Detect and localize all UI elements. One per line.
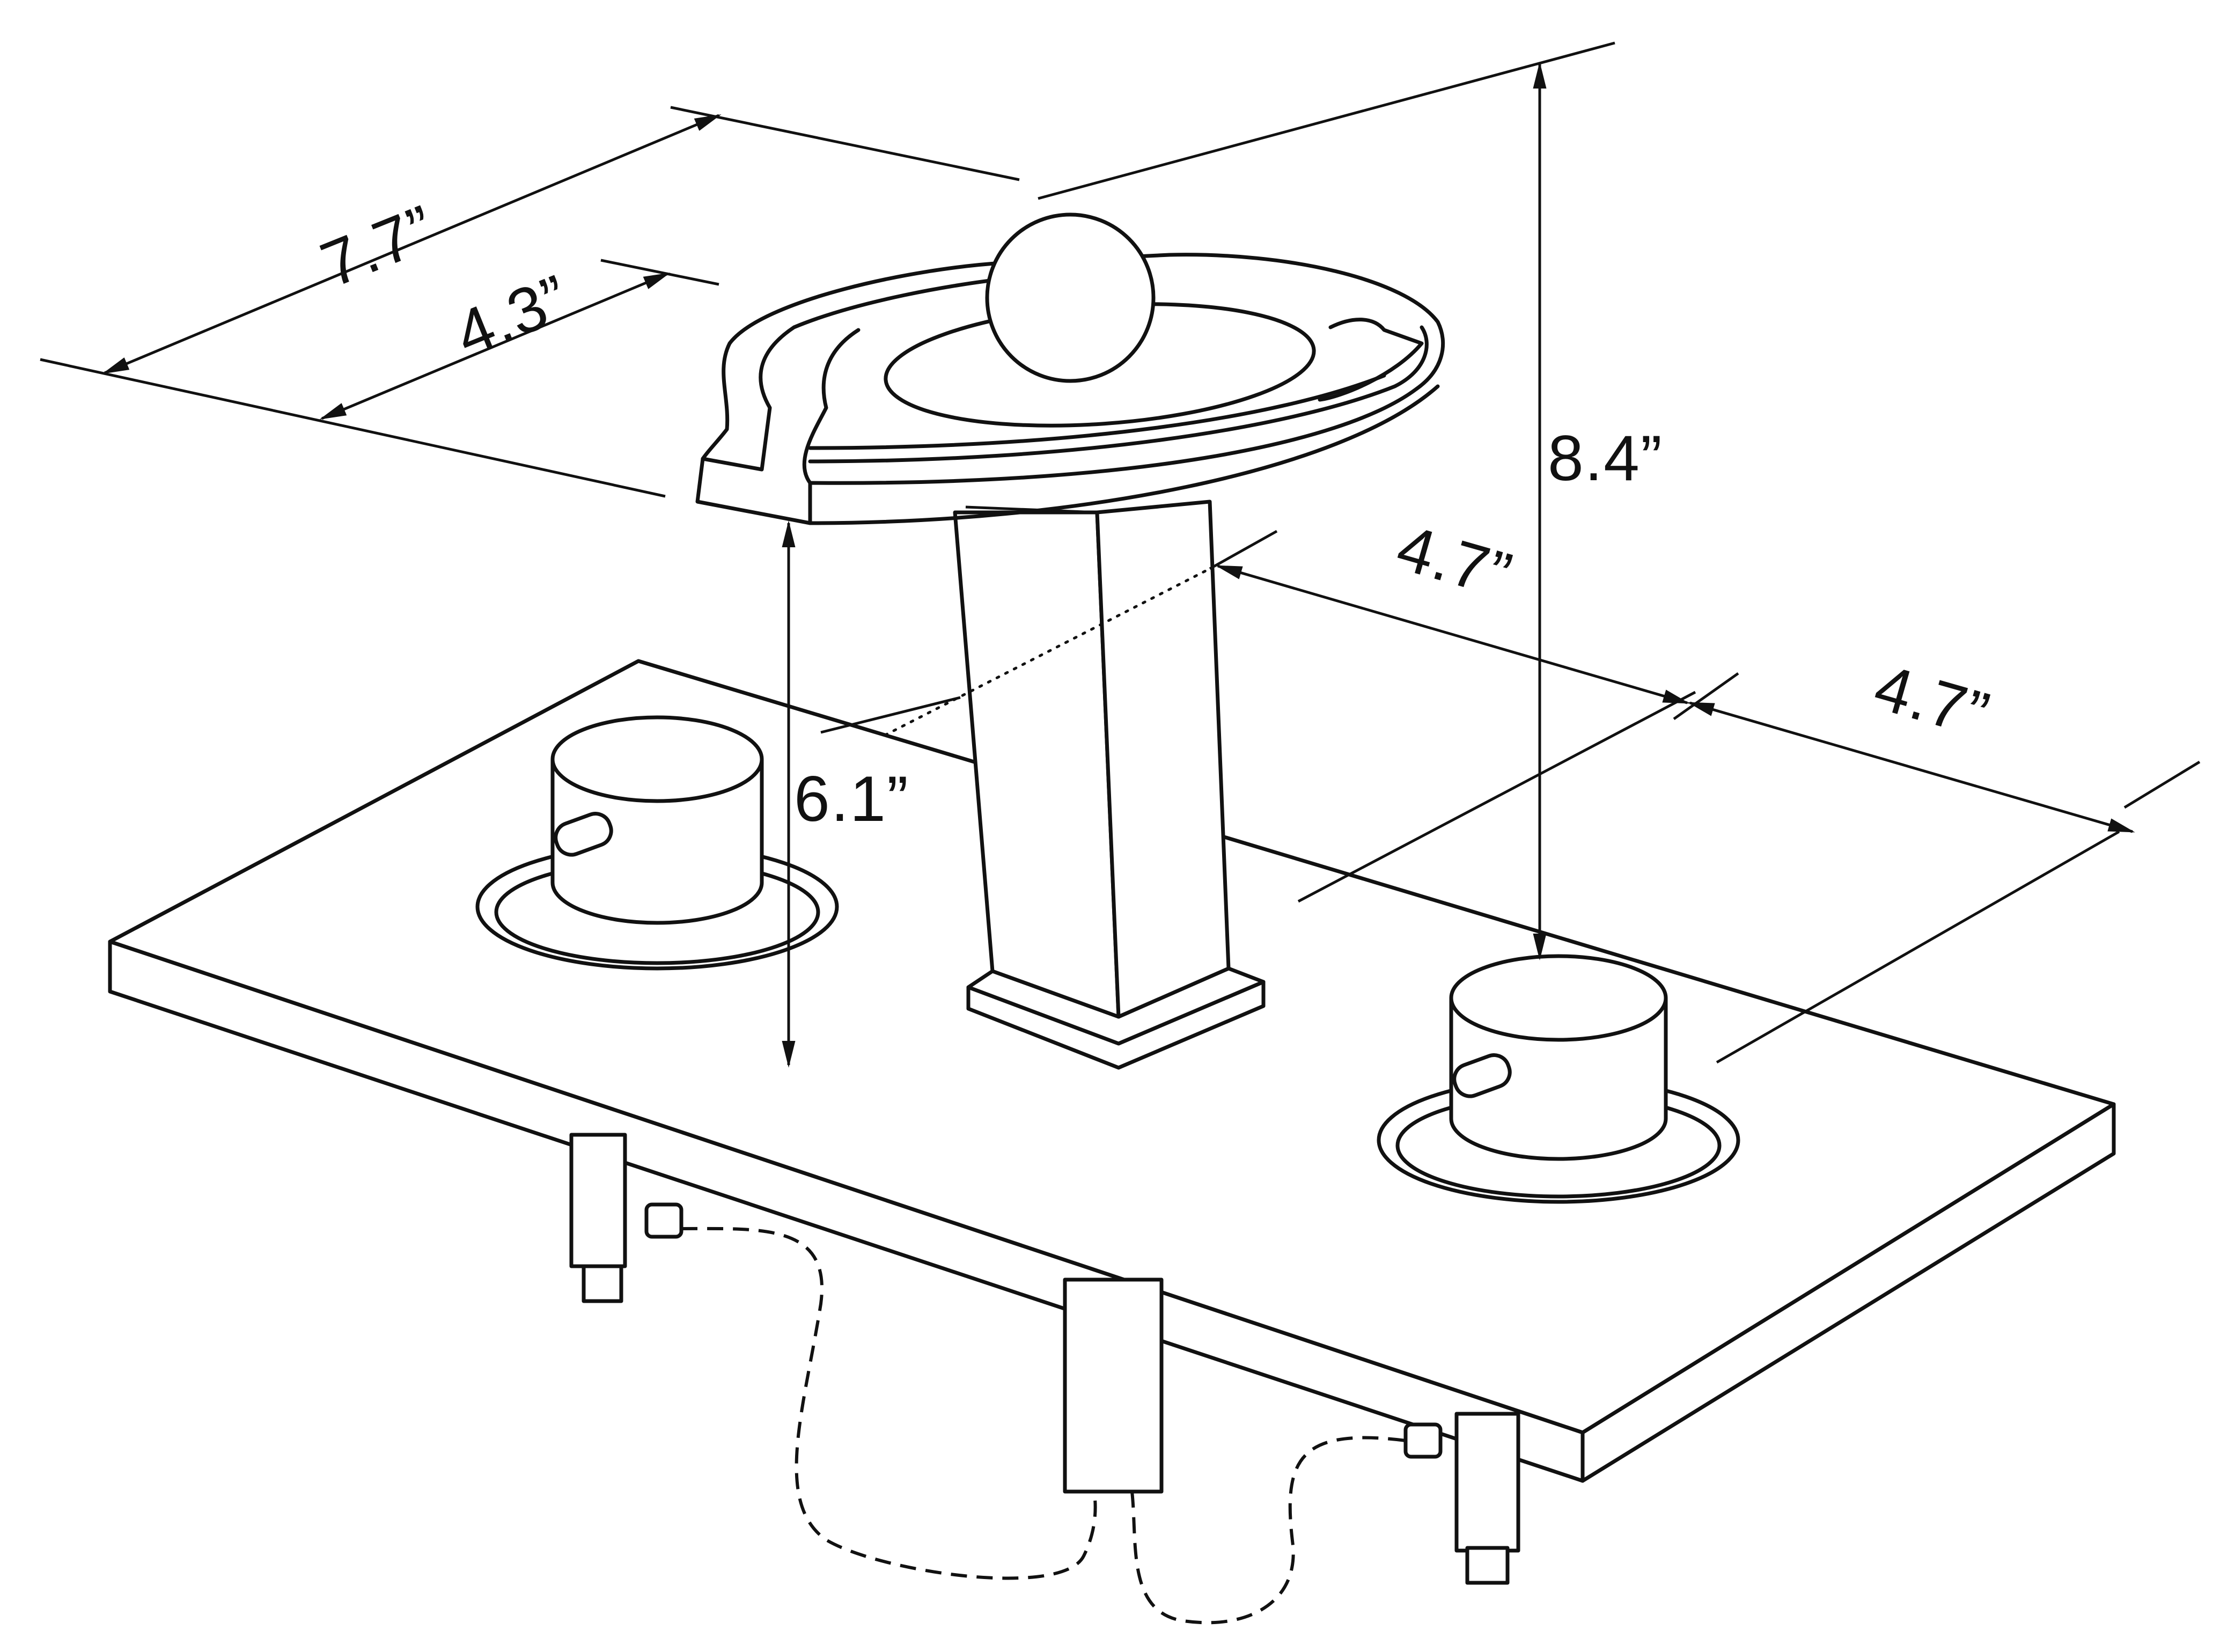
left-handle: [475, 715, 839, 971]
right-handle: [1377, 954, 1740, 1204]
dimension-labels: 7.7” 4.3” 8.4” 6.1” 4.7” 4.7”: [311, 191, 1997, 835]
faucet-body: [953, 500, 1266, 1070]
label-spout-clearance: 6.1”: [794, 763, 909, 835]
label-total-height: 8.4”: [1548, 422, 1663, 494]
label-spout-length: 7.7”: [311, 191, 445, 301]
spout-length-arrow: [102, 114, 722, 375]
dimension-arrows: [102, 62, 2135, 1068]
extension-lines: [40, 41, 2201, 1064]
handle-spacing-left-arrow: [1215, 564, 1690, 704]
label-handle-spacing-right: 4.7”: [1867, 651, 1997, 752]
label-handle-spacing-left: 4.7”: [1389, 511, 1520, 612]
under-counter-plumbing: [569, 1133, 1520, 1625]
waterfall-spout: [695, 212, 1445, 525]
label-spout-inner-length: 4.3”: [445, 261, 579, 371]
handle-spacing-right-arrow: [1687, 701, 2135, 833]
spout-inner-length-arrow: [319, 272, 671, 420]
